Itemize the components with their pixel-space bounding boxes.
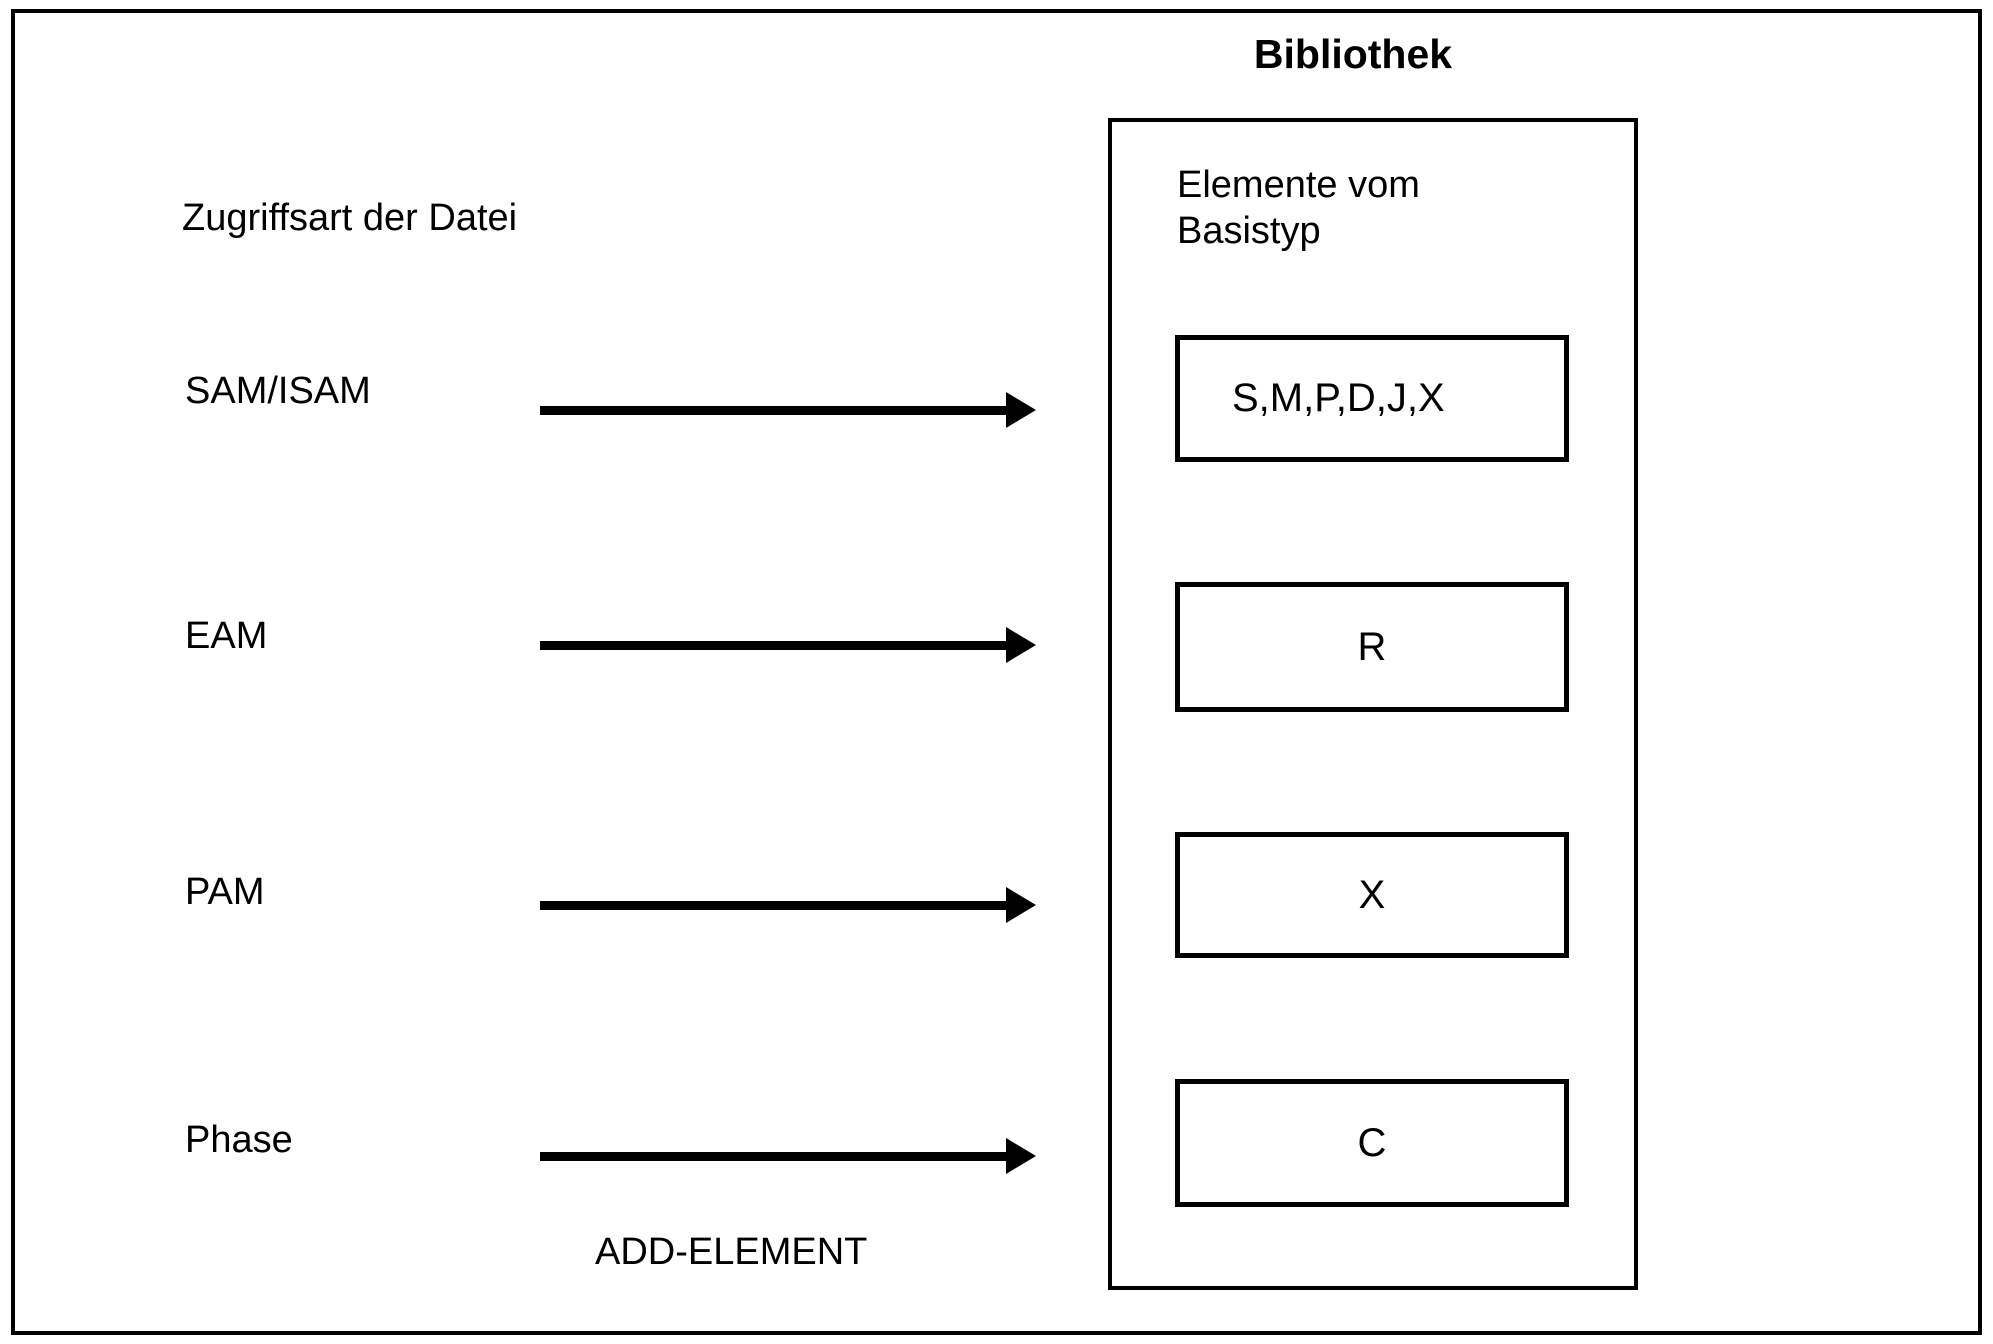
row-label-pam: PAM — [185, 871, 265, 913]
arrow-icon-eam — [540, 627, 1036, 663]
left-column-heading: Zugriffsart der Datei — [182, 197, 518, 239]
arrow-icon-pam — [540, 887, 1036, 923]
row-label-sam-isam: SAM/ISAM — [185, 370, 371, 412]
element-box-pam: X — [1175, 832, 1569, 958]
arrow-icon-phase — [540, 1138, 1036, 1174]
row-label-phase: Phase — [185, 1119, 293, 1161]
arrow-icon-sam-isam — [540, 392, 1036, 428]
row-label-eam: EAM — [185, 615, 268, 657]
outer-border — [11, 9, 1982, 1335]
element-box-eam: R — [1175, 582, 1569, 712]
library-box: Elemente vom Basistyp S,M,P,D,J,X R X C — [1108, 118, 1638, 1290]
library-heading: Elemente vom Basistyp — [1177, 164, 1420, 253]
diagram-title: Bibliothek — [1253, 31, 1453, 77]
element-box-phase: C — [1175, 1079, 1569, 1207]
element-box-sam-isam: S,M,P,D,J,X — [1175, 335, 1569, 462]
arrow-caption: ADD-ELEMENT — [595, 1231, 868, 1273]
